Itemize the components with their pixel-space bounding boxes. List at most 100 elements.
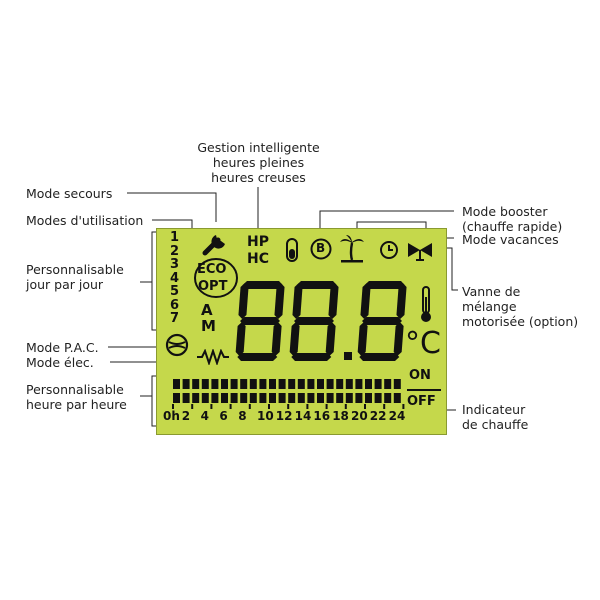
hour-tick <box>383 404 386 409</box>
digit-segment <box>328 283 339 319</box>
hour-bar <box>182 393 190 403</box>
thermometer-icon <box>421 286 431 322</box>
label-mode-pac: Mode P.A.C. <box>26 340 99 355</box>
hour-bar <box>374 393 382 403</box>
hour-bar <box>201 393 209 403</box>
label-gestion-line1: Gestion intelligente <box>197 140 320 155</box>
label-vanne-line1: Vanne de <box>462 284 521 299</box>
hour-bar <box>192 393 200 403</box>
hour-tick <box>210 404 213 409</box>
hour-bar <box>355 393 363 403</box>
on-label: ON <box>409 368 431 383</box>
digit-segment <box>274 283 285 319</box>
hour-bar <box>317 393 324 403</box>
day-number: 7 <box>170 311 180 326</box>
hour-bar <box>240 379 248 389</box>
day-number: 4 <box>170 270 180 286</box>
hourly-program-bars <box>172 379 405 409</box>
hour-bar <box>211 379 219 389</box>
eco-label: ECO <box>197 262 227 277</box>
digit-segment <box>291 353 332 361</box>
digit-segment <box>325 322 336 356</box>
label-perso-heure-line2: heure par heure <box>26 397 127 412</box>
hour-bar <box>307 393 315 403</box>
label-indicateur-line2: de chauffe <box>462 417 529 432</box>
hour-bar <box>307 379 315 389</box>
hour-bar <box>230 393 238 403</box>
hour-label: 16 <box>313 409 331 423</box>
heat-pump-icon <box>165 333 189 357</box>
hour-label: 4 <box>200 409 209 423</box>
hour-tick <box>287 404 290 409</box>
hour-bar <box>326 379 334 389</box>
manual-m-label: M <box>201 317 216 335</box>
hour-bar <box>355 379 363 389</box>
hour-label: 6 <box>219 409 228 423</box>
digit-segment <box>235 322 246 356</box>
hour-bar <box>345 393 353 403</box>
label-modes-utilisation: Modes d'utilisation <box>26 213 144 228</box>
label-booster-line2: (chauffe rapide) <box>462 219 563 234</box>
digit-segment <box>292 283 303 319</box>
day-number: 6 <box>170 297 180 313</box>
hour-bar <box>221 393 228 403</box>
hour-bar <box>230 379 238 389</box>
palm-tree-icon <box>340 235 364 263</box>
hour-tick <box>172 404 174 409</box>
hour-label: 24 <box>388 409 406 423</box>
electric-resistance-icon <box>197 349 229 365</box>
hour-bar <box>278 379 286 389</box>
day-number: 2 <box>170 243 180 259</box>
hour-bar <box>192 379 200 389</box>
hour-tick <box>248 404 251 409</box>
label-vacances: Mode vacances <box>462 232 559 247</box>
hour-label: 10 <box>257 409 274 423</box>
digit-segment <box>271 322 282 356</box>
opt-label: OPT <box>198 279 228 294</box>
hour-bar <box>345 379 353 389</box>
hour-bar <box>326 393 334 403</box>
label-vanne-line3: motorisée (option) <box>462 314 579 329</box>
digit-segment <box>237 353 278 361</box>
digit-segment <box>240 317 280 325</box>
hour-label: 0h <box>163 409 180 423</box>
hour-bar <box>384 393 392 403</box>
hour-bar <box>336 379 344 389</box>
digit-segment <box>359 353 400 361</box>
temperature-digits <box>235 281 407 361</box>
digit-segment <box>357 322 368 356</box>
digit-segment <box>364 281 405 289</box>
hour-bar <box>173 379 180 389</box>
label-gestion-line3: heures creuses <box>211 170 306 185</box>
hour-bar <box>259 379 267 389</box>
hour-bar <box>221 379 228 389</box>
mixing-valve-icon <box>408 243 432 261</box>
day-number: 1 <box>170 230 180 245</box>
hour-bar <box>278 393 286 403</box>
hour-label: 18 <box>332 409 349 423</box>
hour-bar <box>269 393 276 403</box>
hour-label: 8 <box>238 409 247 423</box>
label-booster-line1: Mode booster <box>462 204 548 219</box>
eco-opt-oval <box>194 258 238 298</box>
hour-tick <box>306 404 309 409</box>
digit-segment <box>242 281 283 289</box>
hour-label: 12 <box>275 409 293 423</box>
label-indicateur-line1: Indicateur <box>462 402 526 417</box>
hour-tick <box>229 404 232 409</box>
hour-bar <box>393 393 401 403</box>
hour-bar <box>211 393 219 403</box>
label-perso-jour-line1: Personnalisable <box>26 262 124 277</box>
hour-bar <box>317 379 324 389</box>
hour-bar <box>336 393 344 403</box>
digit-segment <box>296 281 337 289</box>
digit-segment <box>294 317 334 325</box>
digit-segment <box>289 322 300 356</box>
label-perso-jour-line2: jour par jour <box>26 277 104 292</box>
hour-bar <box>297 379 305 389</box>
digit-segment <box>362 317 402 325</box>
booster-badge-icon <box>310 238 332 260</box>
